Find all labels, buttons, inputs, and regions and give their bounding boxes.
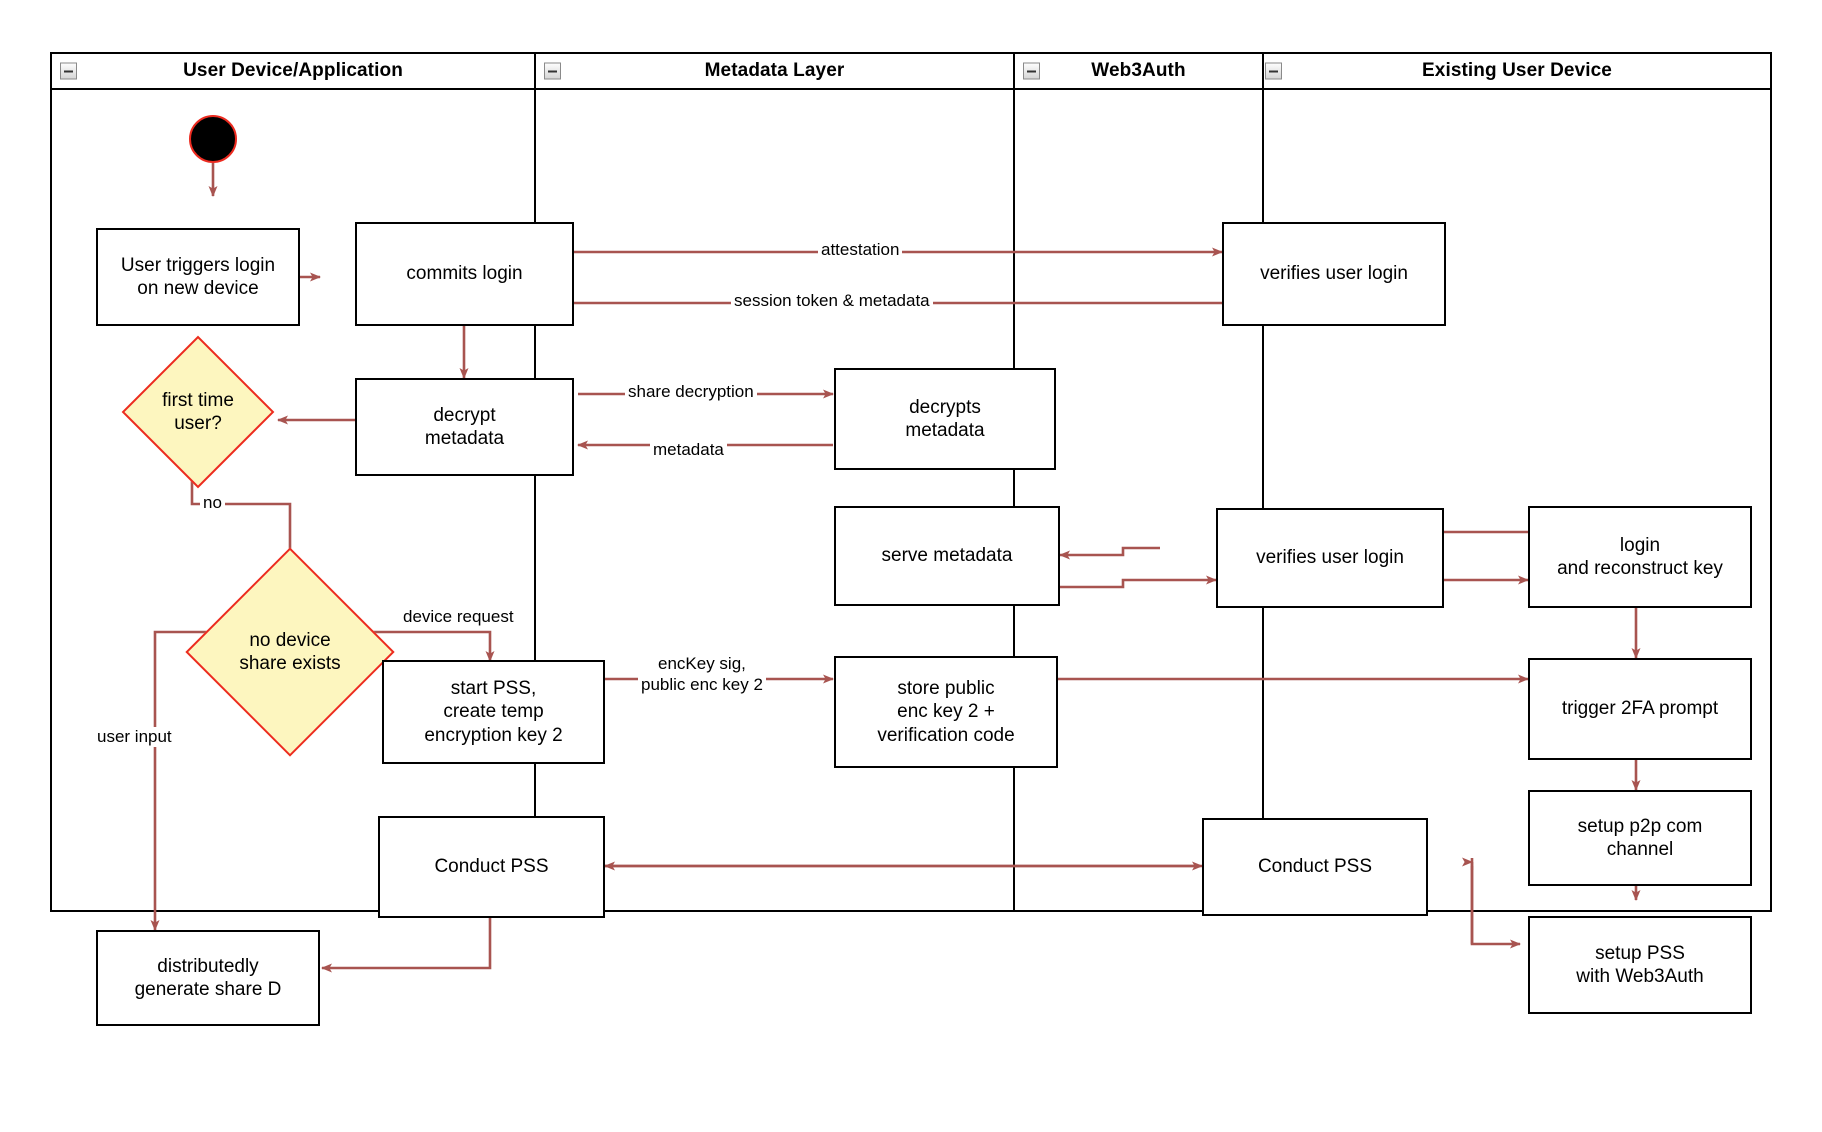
activity-login-and-reconstruct-key[interactable]: login and reconstruct key	[1528, 506, 1752, 608]
activity-serve-metadata[interactable]: serve metadata	[834, 506, 1060, 606]
activity-setup-pss-with-web3auth[interactable]: setup PSS with Web3Auth	[1528, 916, 1752, 1014]
activity-conduct-pss-user[interactable]: Conduct PSS	[378, 816, 605, 918]
swimlane-title: Existing User Device	[1422, 60, 1612, 81]
activity-start-pss[interactable]: start PSS, create temp encryption key 2	[382, 660, 605, 764]
swimlane-title: Web3Auth	[1091, 60, 1186, 81]
activity-commits-login[interactable]: commits login	[355, 222, 574, 326]
decision-no-device-share-exists[interactable]: no device share exists	[185, 547, 395, 757]
activity-verifies-user-login-2[interactable]: verifies user login	[1216, 508, 1444, 608]
edge-label-session-token-metadata: session token & metadata	[731, 291, 933, 312]
activity-trigger-2fa-prompt[interactable]: trigger 2FA prompt	[1528, 658, 1752, 760]
swimlane-header-existing-user-device: Existing User Device	[1264, 54, 1770, 90]
edge-label-user-input: user input	[94, 727, 175, 748]
decision-label: first time user?	[162, 389, 234, 434]
swimlane-metadata-layer[interactable]: Metadata Layer	[536, 54, 1015, 910]
swimlane-frame: User Device/Application Metadata Layer W…	[50, 52, 1772, 912]
swimlane-header-user-device-application: User Device/Application	[52, 54, 534, 90]
swimlane-existing-user-device[interactable]: Existing User Device	[1264, 54, 1770, 910]
swimlane-web3auth[interactable]: Web3Auth	[1015, 54, 1264, 910]
activity-decrypts-metadata[interactable]: decrypts metadata	[834, 368, 1056, 470]
swimlane-header-web3auth: Web3Auth	[1015, 54, 1262, 90]
activity-verifies-user-login-1[interactable]: verifies user login	[1222, 222, 1446, 326]
activity-setup-p2p-com-channel[interactable]: setup p2p com channel	[1528, 790, 1752, 886]
activity-decrypt-metadata[interactable]: decrypt metadata	[355, 378, 574, 476]
collapse-minus-icon[interactable]	[1265, 62, 1282, 80]
activity-store-public-enc-key[interactable]: store public enc key 2 + verification co…	[834, 656, 1058, 768]
swimlane-header-metadata-layer: Metadata Layer	[536, 54, 1013, 90]
decision-first-time-user[interactable]: first time user?	[118, 335, 278, 489]
edge-label-metadata: metadata	[650, 440, 727, 461]
edge-label-attestation: attestation	[818, 240, 903, 261]
edge-label-share-decryption: share decryption	[625, 382, 757, 403]
collapse-minus-icon[interactable]	[544, 62, 561, 80]
collapse-minus-icon[interactable]	[60, 62, 77, 80]
activity-conduct-pss-web3auth[interactable]: Conduct PSS	[1202, 818, 1428, 916]
swimlane-title: User Device/Application	[183, 60, 403, 81]
activity-distributedly-generate-share-d[interactable]: distributedly generate share D	[96, 930, 320, 1026]
activity-user-triggers-login[interactable]: User triggers login on new device	[96, 228, 300, 326]
decision-label: no device share exists	[239, 629, 341, 674]
swimlane-user-device-application[interactable]: User Device/Application	[52, 54, 536, 910]
start-node	[189, 115, 237, 163]
collapse-minus-icon[interactable]	[1023, 62, 1040, 80]
edge-label-no: no	[200, 493, 225, 514]
edge-label-enckey-sig: encKey sig, public enc key 2	[638, 653, 766, 696]
swimlane-title: Metadata Layer	[704, 60, 845, 81]
edge-label-device-request: device request	[400, 607, 517, 628]
